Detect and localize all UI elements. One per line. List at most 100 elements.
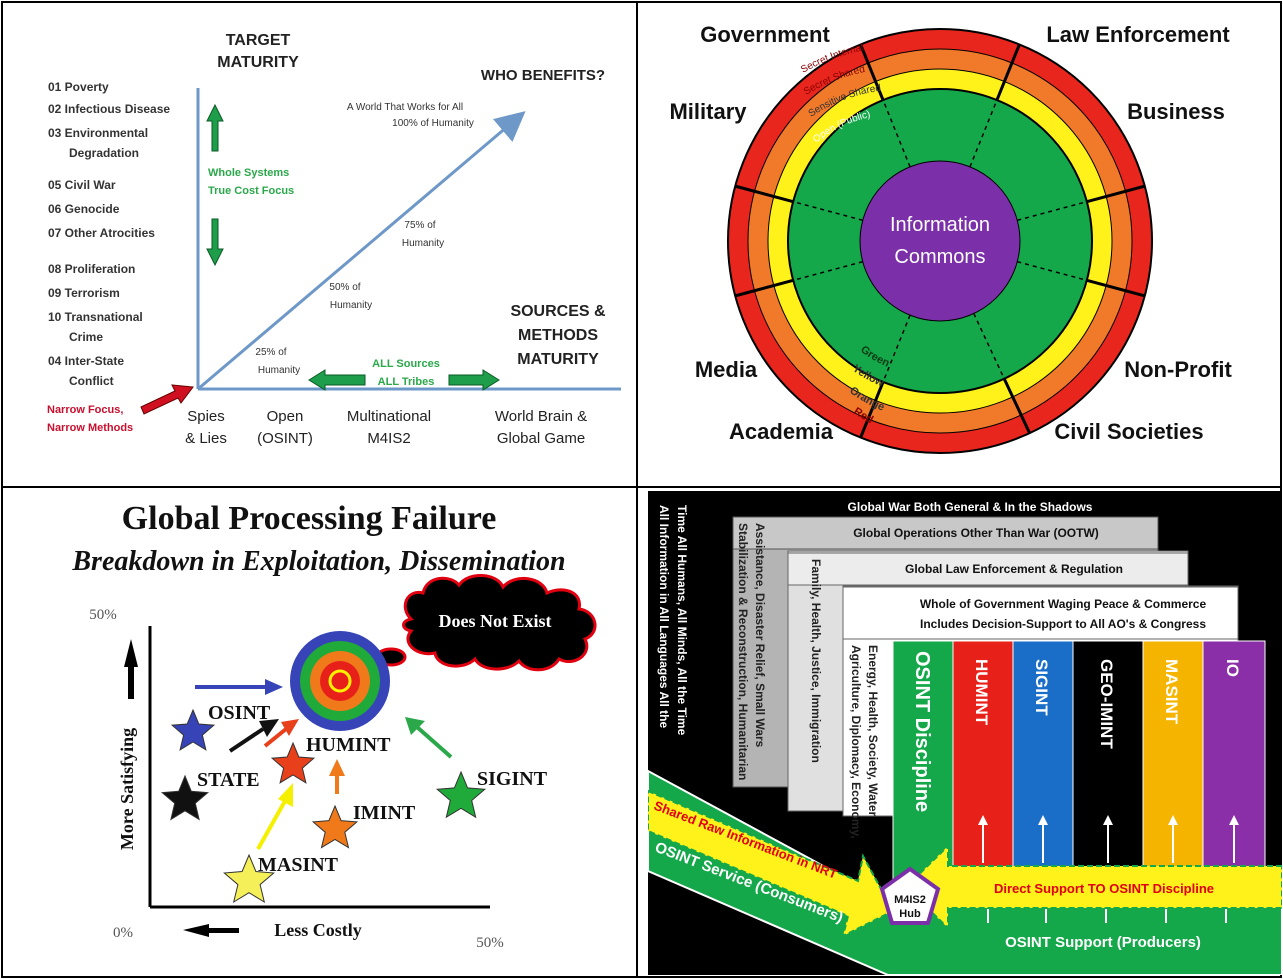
narrow-line2: Narrow Methods	[47, 422, 133, 434]
whole-systems-line2: True Cost Focus	[208, 185, 294, 197]
threat-item: Conflict	[69, 374, 114, 388]
support-text: OSINT Support (Producers)	[1005, 934, 1201, 951]
layer-ootw-text: Global Operations Other Than War (OOTW)	[853, 526, 1099, 540]
origin-label: 0%	[113, 925, 133, 941]
column-label: GEO-IMINT	[1097, 659, 1116, 749]
commons-spoke	[734, 184, 794, 204]
star-sigint-icon	[435, 770, 487, 819]
label-imint: IMINT	[353, 802, 416, 824]
arrow-head-icon	[978, 815, 988, 825]
target-maturity-line1: TARGET	[226, 32, 291, 49]
target-icon	[290, 631, 390, 731]
sector-civil-societies: Civil Societies	[1054, 419, 1203, 444]
commons-spoke	[792, 260, 863, 282]
commons-spoke	[995, 43, 1021, 101]
x-axis-label: Less Costly	[274, 920, 362, 940]
arrow-head-icon	[1168, 815, 1178, 825]
twenty-five-line2: Humanity	[258, 365, 300, 376]
world-works-line2: 100% of Humanity	[392, 118, 474, 129]
layer-general-war: Global War Both General & In the Shadows	[848, 500, 1093, 514]
star-state-icon	[160, 774, 210, 821]
seventy-five-line1: 75% of	[404, 220, 435, 231]
threat-item: 03 Environmental	[48, 126, 148, 140]
column-label: IO	[1223, 659, 1242, 677]
vertical-black-line1: All Information in All Languages All the	[657, 505, 671, 728]
open-line1: Open	[267, 408, 304, 425]
column-label: MASINT	[1162, 659, 1181, 725]
arrow-head-icon	[1103, 815, 1113, 825]
direct-support-text: Direct Support TO OSINT Discipline	[994, 881, 1214, 896]
commons-spoke	[859, 381, 885, 439]
label-sigint: SIGINT	[477, 768, 548, 790]
discipline-arrows	[195, 679, 453, 850]
star-osint-icon	[170, 708, 216, 751]
commons-spoke	[734, 278, 794, 298]
seventy-five-line2: Humanity	[402, 238, 444, 249]
target-maturity-line2: MATURITY	[217, 54, 299, 71]
center-line2: Commons	[894, 246, 985, 268]
threat-item: 07 Other Atrocities	[48, 226, 155, 240]
commons-spoke	[1086, 278, 1146, 298]
vertical-agri-line2: Energy, Health, Society, Water	[866, 645, 880, 816]
layer-whole-text: Whole of Government Waging Peace & Comme…	[920, 597, 1207, 611]
label-osint: OSINT	[208, 702, 271, 724]
center-line1: Information	[890, 214, 990, 236]
who-benefits-label: WHO BENEFITS?	[481, 67, 605, 84]
column-label: OSINT Discipline	[911, 651, 933, 812]
fifty-line1: 50% of	[329, 282, 360, 293]
threat-item: 09 Terrorism	[48, 286, 120, 300]
processing-failure-diagram: Global Processing Failure Breakdown in E…	[3, 489, 636, 976]
threat-item: 06 Genocide	[48, 202, 120, 216]
all-sources-line1: ALL Sources	[372, 358, 440, 370]
threat-item: 02 Infectious Disease	[48, 102, 170, 116]
commons-spoke	[859, 43, 885, 101]
maturity-diagram: TARGET MATURITY WHO BENEFITS? SOURCES & …	[3, 3, 636, 486]
commons-spoke	[1086, 184, 1146, 204]
twenty-five-line1: 25% of	[255, 347, 286, 358]
sector-military: Military	[669, 99, 747, 124]
multinational-line2: M4IS2	[367, 430, 410, 447]
right-arrow-icon	[448, 369, 500, 391]
sector-government: Government	[700, 22, 830, 47]
layer-law-header	[787, 552, 1189, 586]
threat-item: 05 Civil War	[48, 178, 116, 192]
hub-line2: Hub	[899, 908, 921, 920]
label-humint: HUMINT	[306, 734, 391, 756]
y-top-label: 50%	[89, 607, 117, 623]
column-label: SIGINT	[1032, 659, 1051, 716]
vertical-stab-line2: Assistance, Disaster Relief, Small Wars	[753, 523, 767, 748]
sources-line3: MATURITY	[517, 351, 599, 368]
label-state: STATE	[197, 769, 260, 791]
information-commons-diagram: Information Commons Secret Internal Secr…	[638, 3, 1280, 486]
layer-whole-header	[842, 586, 1239, 640]
threat-item: Crime	[69, 330, 103, 344]
spies-line1: Spies	[187, 408, 225, 425]
left-arrow-icon	[308, 369, 366, 391]
commons-spoke	[1002, 378, 1031, 434]
sector-business: Business	[1127, 99, 1225, 124]
threat-item: 08 Proliferation	[48, 262, 135, 276]
sector-law-enforcement: Law Enforcement	[1046, 22, 1230, 47]
commons-spoke	[882, 314, 911, 383]
arrow-head-icon	[1038, 815, 1048, 825]
band-ticks	[987, 909, 1227, 923]
narrow-arrow-icon	[140, 384, 194, 415]
vertical-black-line2: Time All Humans, All Minds, All the Time	[675, 505, 689, 736]
down-arrow-icon	[206, 218, 224, 267]
x-axis-arrow-icon	[183, 924, 239, 937]
sector-media: Media	[695, 357, 758, 382]
cloud-text: Does Not Exist	[439, 611, 552, 631]
world-works-line1: A World That Works for All	[347, 102, 463, 113]
sources-line1: SOURCES &	[510, 303, 606, 320]
up-arrow-icon	[206, 103, 224, 152]
commons-rings	[727, 28, 1153, 454]
threat-item: Degradation	[69, 146, 139, 160]
cloud-icon	[366, 574, 597, 672]
sector-academia: Academia	[729, 419, 834, 444]
commons-spoke	[969, 99, 998, 168]
m4is2-hub-icon	[879, 866, 941, 925]
